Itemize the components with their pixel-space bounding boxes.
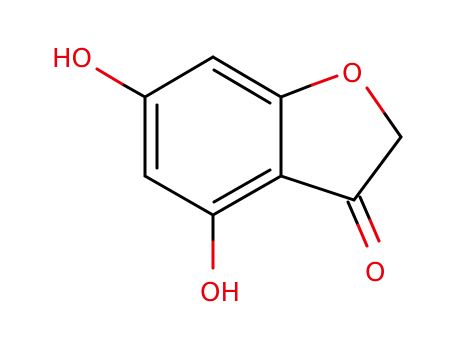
bond-o1-c2-red	[365, 86, 387, 116]
bond-c4-c5-bottom	[211, 174, 283, 217]
furanone-ring	[279, 74, 403, 202]
hydroxyl-top-label: HO	[52, 44, 92, 74]
bond-top-hydroxyl-black	[120, 82, 147, 99]
bond-c5-c6-bottom-left	[143, 174, 215, 217]
bond-c7a-c3a-top-right	[211, 55, 283, 99]
bond-c3a-o1-red	[310, 74, 339, 87]
carbonyl-oxygen-label: O	[365, 258, 385, 288]
carbonyl-bond-b-black	[358, 195, 372, 222]
bond-top-hydroxyl-red	[95, 67, 124, 86]
bond-c5-c7a-top	[143, 55, 215, 99]
hydroxyl-bottom-label: OH	[200, 278, 240, 308]
bond-o1-c2-black	[383, 112, 403, 139]
bond-c2-c3	[352, 135, 403, 202]
hydroxyl-bonds	[95, 67, 215, 270]
carbonyl-bond-b-red	[368, 218, 381, 243]
ring-oxygen-label: O	[342, 59, 362, 89]
carbonyl-double-bond	[346, 195, 381, 248]
double-bond-inner-top	[212, 68, 272, 105]
carbonyl-bond-a-black	[346, 200, 360, 227]
carbonyl-bond-a-red	[356, 223, 369, 248]
double-bond-inner-bottom	[212, 168, 272, 204]
bond-c3a-o1-black	[279, 83, 314, 99]
benzene-ring	[143, 55, 283, 217]
bond-c3-c3a	[279, 174, 356, 202]
